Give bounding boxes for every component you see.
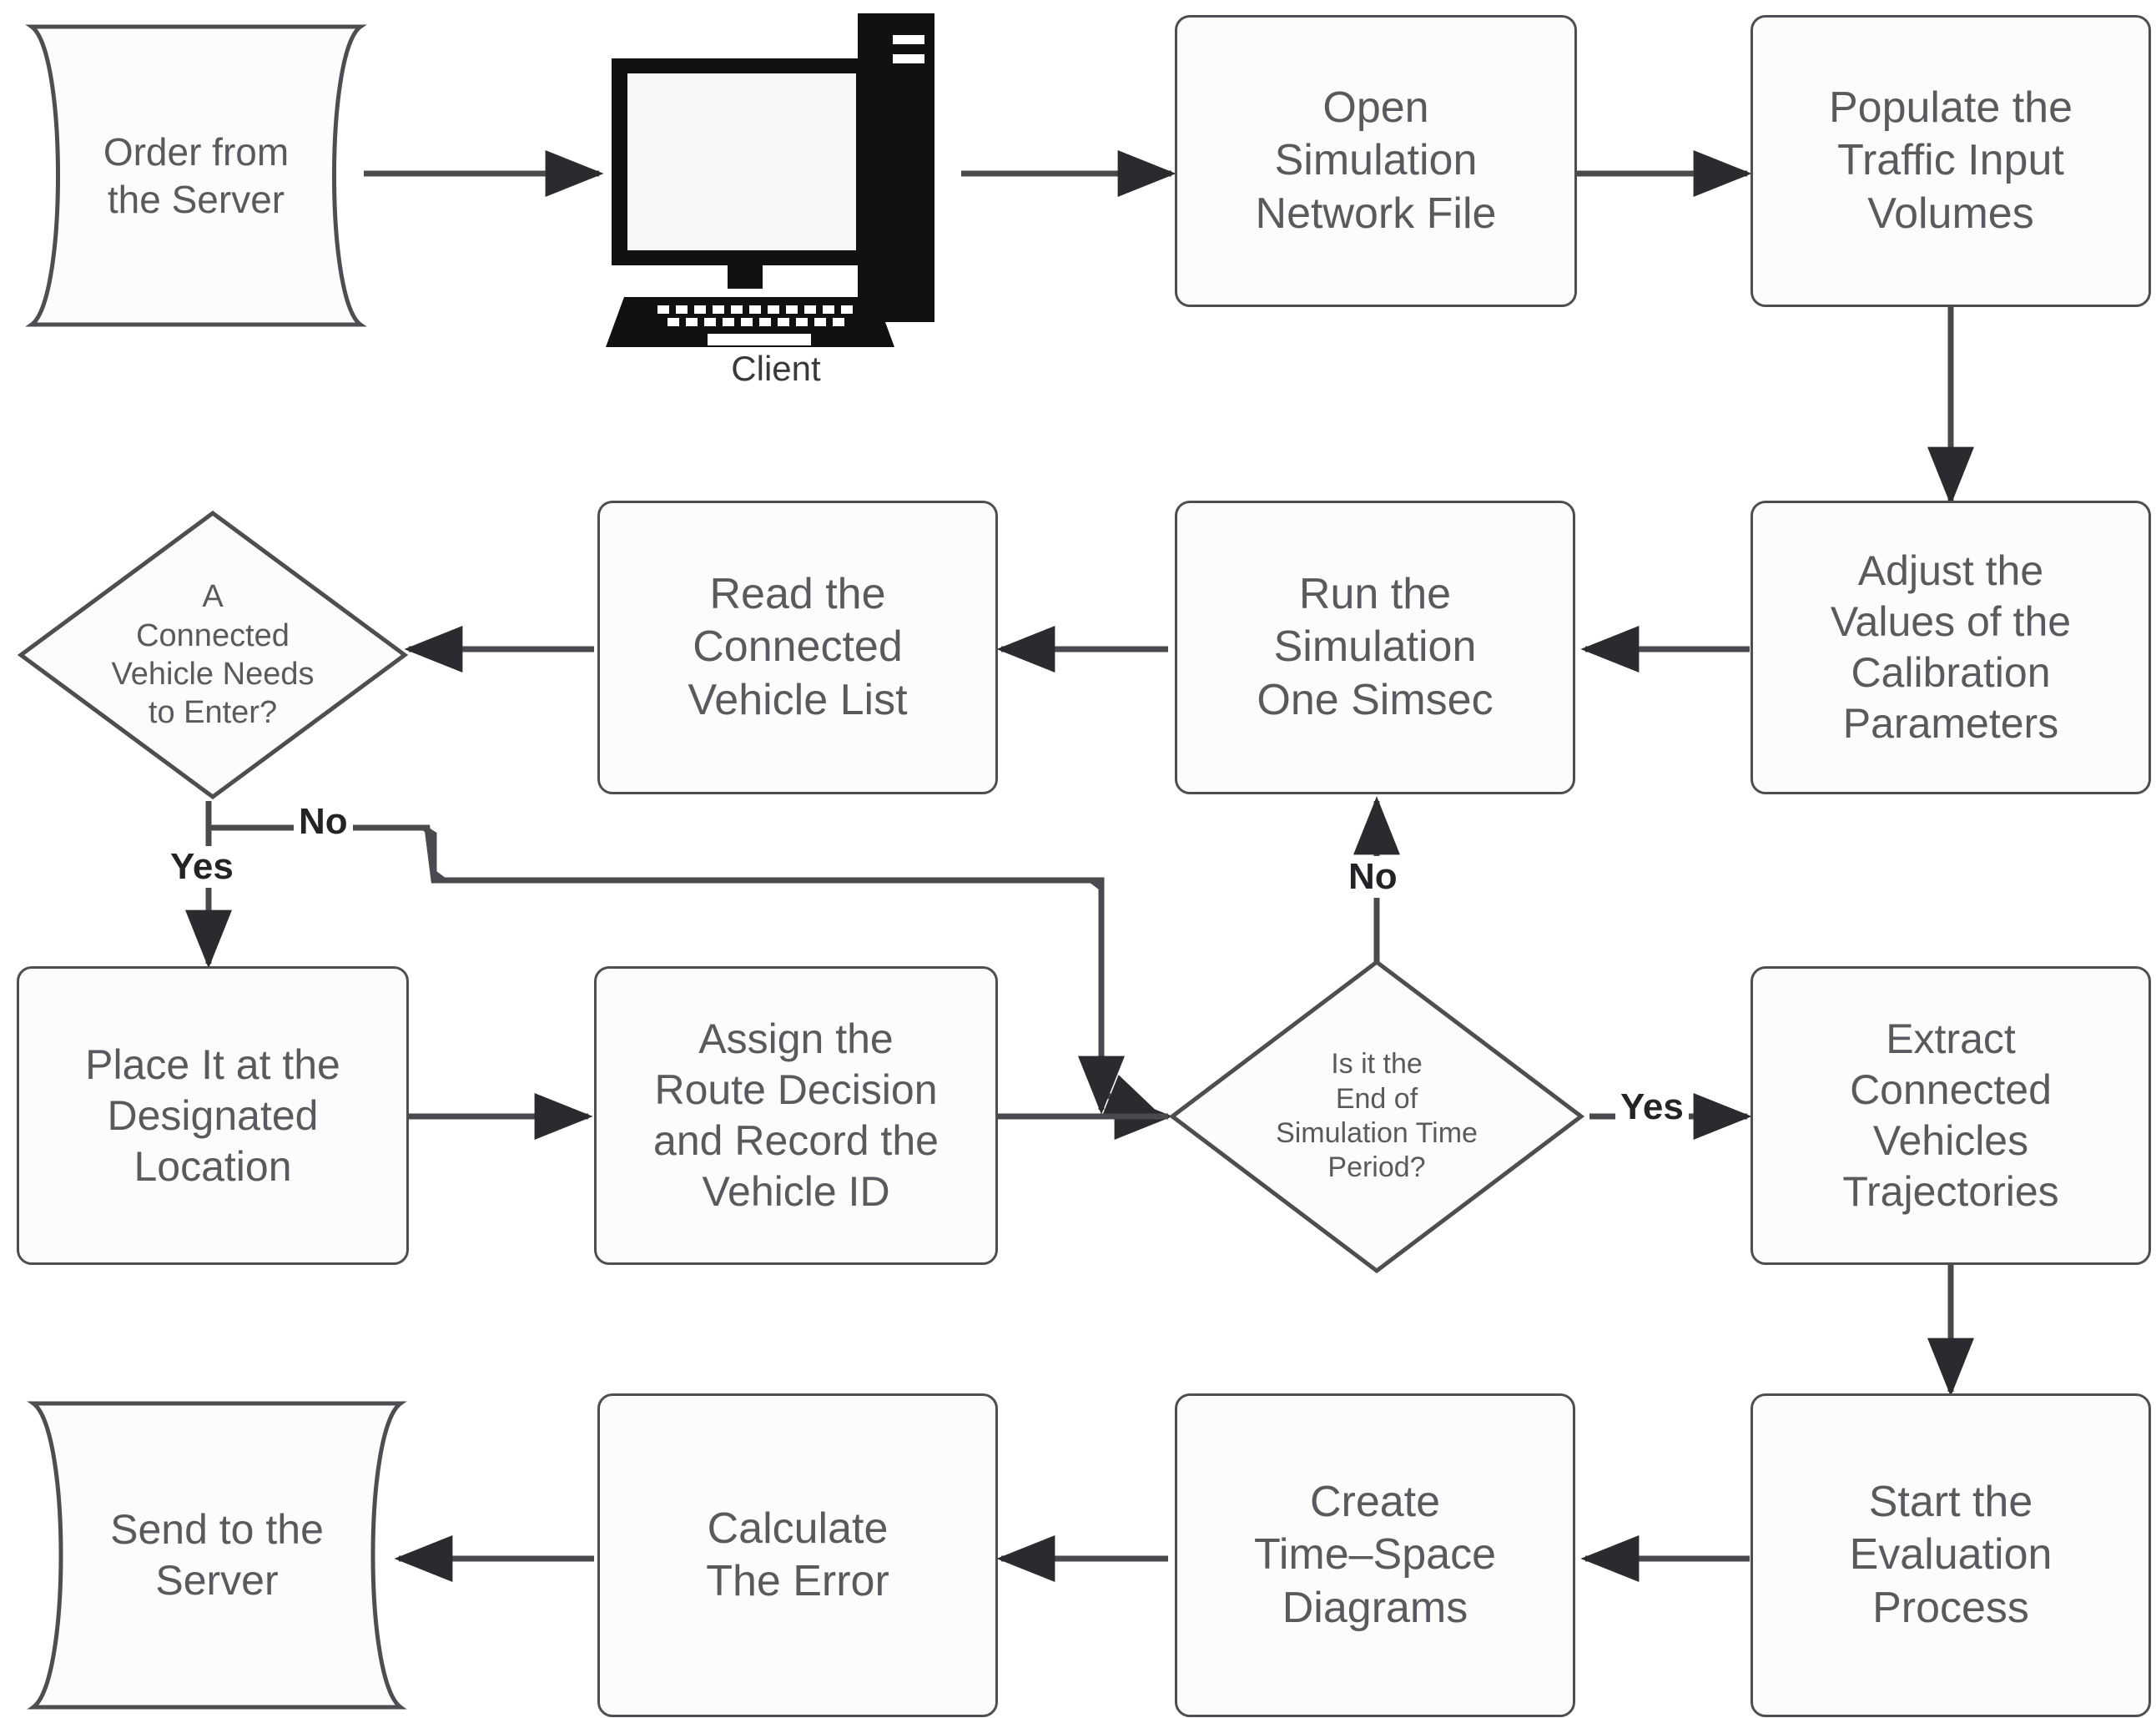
node-populate-traffic-input-volumes[interactable]: Populate the Traffic Input Volumes	[1750, 15, 2151, 307]
node-send-to-server[interactable]: Send to the Server	[17, 1393, 417, 1717]
edge-label-sim-yes: Yes	[1615, 1086, 1689, 1128]
node-create-time-space-diagrams[interactable]: Create Time–Space Diagrams	[1175, 1393, 1575, 1717]
node-label: Run the Simulation One Simsec	[1257, 569, 1494, 724]
node-extract-connected-vehicles-trajectories[interactable]: Extract Connected Vehicles Trajectories	[1750, 966, 2151, 1265]
tape-shape	[25, 24, 367, 327]
node-label: Open Simulation Network File	[1255, 83, 1497, 238]
tape-shape	[27, 1401, 407, 1710]
node-label: Calculate The Error	[706, 1504, 889, 1605]
edge-cv-no-segment-b	[422, 825, 446, 883]
node-start-evaluation-process[interactable]: Start the Evaluation Process	[1750, 1393, 2151, 1717]
node-label: Assign the Route Decision and Record the…	[653, 1015, 939, 1215]
desktop-computer-icon	[584, 7, 968, 349]
node-run-simulation-one-simsec[interactable]: Run the Simulation One Simsec	[1175, 501, 1575, 794]
node-open-simulation-network-file[interactable]: Open Simulation Network File	[1175, 15, 1577, 307]
diamond-shape	[17, 510, 409, 800]
edge-label-cv-no: No	[294, 801, 353, 843]
node-label: Read the Connected Vehicle List	[688, 569, 908, 724]
client-label: Client	[731, 349, 821, 388]
diamond-shape	[1168, 959, 1585, 1274]
node-connected-vehicle-needs-to-enter[interactable]: A Connected Vehicle Needs to Enter?	[17, 509, 409, 801]
node-label: Place It at the Designated Location	[85, 1040, 340, 1190]
node-label: Is it the End of Simulation Time Period?	[1276, 1048, 1478, 1184]
edge-label-sim-no: No	[1343, 856, 1403, 898]
edge-label-cv-yes: Yes	[165, 846, 239, 888]
node-end-of-simulation-time-period[interactable]: Is it the End of Simulation Time Period?	[1168, 958, 1585, 1275]
node-label: Start the Evaluation Process	[1849, 1477, 2053, 1632]
edge-cv-no-segment-d	[1089, 878, 1105, 1093]
node-adjust-calibration-parameters[interactable]: Adjust the Values of the Calibration Par…	[1750, 501, 2151, 794]
node-calculate-the-error[interactable]: Calculate The Error	[597, 1393, 998, 1717]
node-label: Create Time–Space Diagrams	[1254, 1477, 1496, 1632]
node-label: Extract Connected Vehicles Trajectories	[1842, 1015, 2059, 1215]
node-label: Populate the Traffic Input Volumes	[1828, 83, 2073, 238]
node-read-connected-vehicle-list[interactable]: Read the Connected Vehicle List	[597, 501, 998, 794]
node-assign-route-decision-record-vehicle-id[interactable]: Assign the Route Decision and Record the…	[594, 966, 998, 1265]
node-label: Send to the Server	[110, 1506, 324, 1604]
node-label: Order from the Server	[103, 130, 290, 221]
node-place-at-designated-location[interactable]: Place It at the Designated Location	[17, 966, 409, 1265]
node-label: Adjust the Values of the Calibration Par…	[1830, 547, 2072, 747]
node-label: A Connected Vehicle Needs to Enter?	[111, 579, 315, 731]
node-order-from-server[interactable]: Order from the Server	[17, 15, 375, 336]
